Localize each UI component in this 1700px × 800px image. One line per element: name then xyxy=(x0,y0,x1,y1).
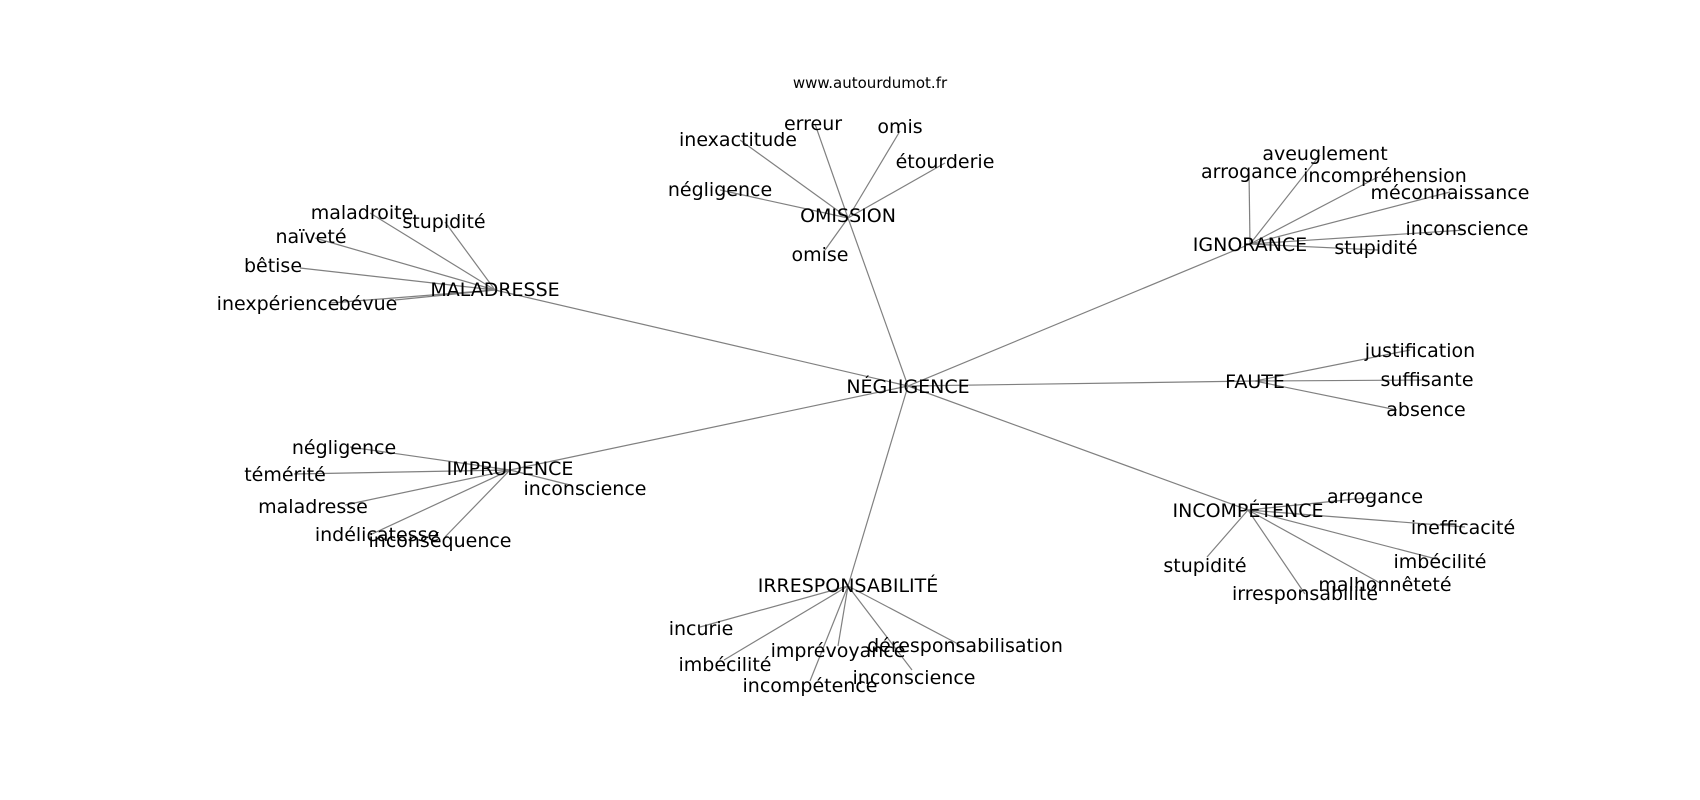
edge-maladresse-leaf-2 xyxy=(314,237,496,291)
leaf-node[interactable]: omis xyxy=(877,116,922,138)
edge-faute-leaf-2 xyxy=(1254,380,1398,411)
edge-imprudence-leaf-5 xyxy=(444,469,511,538)
edge-ignorance-leaf-0 xyxy=(1249,154,1321,245)
labels-layer: www.autourdumot.fr NÉGLIGENCE erreur omis… xyxy=(217,74,1530,697)
leaf-node[interactable]: inexpérience xyxy=(217,293,340,315)
edge-center-irresponsabilite xyxy=(847,385,909,587)
leaf-node[interactable]: inconscience xyxy=(524,478,647,500)
leaf-node[interactable]: irresponsabilité xyxy=(1232,583,1378,605)
leaf-node[interactable]: inexactitude xyxy=(679,129,797,151)
leaf-node[interactable]: témérité xyxy=(244,464,326,486)
leaf-node[interactable]: aveuglement xyxy=(1262,143,1387,165)
leaf-node[interactable]: justification xyxy=(1364,340,1475,362)
leaf-node[interactable]: incompétence xyxy=(743,675,878,697)
edge-incompetence-leaf-3 xyxy=(1206,509,1249,558)
leaf-node[interactable]: stupidité xyxy=(1163,555,1246,577)
edge-maladresse-leaf-3 xyxy=(299,267,496,291)
edge-imprudence-leaf-1 xyxy=(293,469,511,475)
leaf-node[interactable]: malhonnêteté xyxy=(1318,574,1451,596)
hub-node-ignorance[interactable]: IGNORANCE xyxy=(1193,234,1307,256)
leaf-node[interactable]: négligence xyxy=(292,437,396,459)
edge-omission-leaf-4 xyxy=(719,189,849,219)
leaf-node[interactable]: bêtise xyxy=(244,255,302,277)
leaf-node[interactable]: négligence xyxy=(668,179,772,201)
leaf-node[interactable]: naïveté xyxy=(275,226,346,248)
edge-center-omission xyxy=(847,217,909,387)
edge-maladresse-leaf-1 xyxy=(444,221,496,291)
edge-faute-leaf-0 xyxy=(1254,349,1411,382)
leaf-node[interactable]: inconscience xyxy=(853,667,976,689)
leaf-node[interactable]: maladroite xyxy=(311,202,414,224)
leaf-node[interactable]: inefficacité xyxy=(1411,517,1515,539)
leaf-node[interactable]: bévue xyxy=(339,293,398,315)
leaf-node[interactable]: inconscience xyxy=(1406,218,1529,240)
edge-ignorance-leaf-5 xyxy=(1249,243,1379,251)
leaf-node[interactable]: indélicatesse xyxy=(315,524,439,546)
leaf-node[interactable]: omise xyxy=(792,244,849,266)
edge-incompetence-leaf-2 xyxy=(1247,509,1441,561)
hub-node-maladresse[interactable]: MALADRESSE xyxy=(430,279,559,301)
edge-ignorance-leaf-4 xyxy=(1249,229,1466,245)
leaf-node[interactable]: arrogance xyxy=(1327,486,1423,508)
edges-layer xyxy=(293,123,1466,682)
edge-omission-leaf-5 xyxy=(824,217,849,251)
leaf-node[interactable]: absence xyxy=(1386,399,1465,421)
edge-omission-leaf-3 xyxy=(847,162,946,219)
leaf-node[interactable]: incurie xyxy=(669,618,734,640)
edge-incompetence-leaf-0 xyxy=(1247,496,1376,511)
leaf-node[interactable]: imbécilité xyxy=(679,654,772,676)
edge-incompetence-leaf-4 xyxy=(1247,509,1381,584)
edge-center-faute xyxy=(907,380,1256,387)
leaf-node[interactable]: imbécilité xyxy=(1394,551,1487,573)
edge-irresponsabilite-leaf-0 xyxy=(699,585,849,628)
leaf-node[interactable]: incompréhension xyxy=(1303,165,1467,187)
center-node[interactable]: NÉGLIGENCE xyxy=(846,375,969,398)
leaf-node[interactable]: imprévoyance xyxy=(771,640,906,662)
edge-imprudence-leaf-0 xyxy=(349,446,511,471)
edge-omission-leaf-2 xyxy=(739,139,849,219)
edge-center-ignorance xyxy=(907,243,1251,387)
edge-ignorance-leaf-1 xyxy=(1248,171,1251,245)
edge-faute-leaf-1 xyxy=(1254,379,1428,382)
leaf-node[interactable]: erreur xyxy=(784,113,842,135)
leaf-node[interactable]: arrogance xyxy=(1201,161,1297,183)
edge-irresponsabilite-leaf-1 xyxy=(723,585,849,661)
hub-node-faute[interactable]: FAUTE xyxy=(1225,371,1285,393)
hub-node-irresponsabilite[interactable]: IRRESPONSABILITÉ xyxy=(758,574,939,597)
edge-irresponsabilite-leaf-3 xyxy=(847,585,961,646)
hub-node-incompetence[interactable]: INCOMPÉTENCE xyxy=(1173,499,1324,522)
edge-maladresse-leaf-5 xyxy=(394,289,496,301)
leaf-node[interactable]: suffisante xyxy=(1380,369,1473,391)
edge-maladresse-leaf-0 xyxy=(369,212,496,291)
leaf-node[interactable]: stupidité xyxy=(1334,237,1417,259)
edge-irresponsabilite-leaf-4 xyxy=(809,585,849,682)
edge-ignorance-leaf-3 xyxy=(1249,191,1451,245)
edge-center-incompetence xyxy=(907,385,1249,511)
leaf-node[interactable]: méconnaissance xyxy=(1371,182,1530,204)
leaf-node[interactable]: étourderie xyxy=(896,151,995,173)
edge-center-maladresse xyxy=(494,289,909,387)
edge-ignorance-leaf-2 xyxy=(1249,176,1379,245)
edge-omission-leaf-0 xyxy=(814,123,849,219)
site-url: www.autourdumot.fr xyxy=(793,74,948,92)
edge-center-imprudence xyxy=(509,385,909,471)
leaf-node[interactable]: maladresse xyxy=(258,496,368,518)
edge-incompetence-leaf-1 xyxy=(1247,509,1466,528)
edge-irresponsabilite-leaf-2 xyxy=(837,585,849,647)
hub-node-omission[interactable]: OMISSION xyxy=(800,205,896,227)
edge-imprudence-leaf-2 xyxy=(509,469,571,486)
leaf-node[interactable]: stupidité xyxy=(402,211,485,233)
leaf-node[interactable]: inconséquence xyxy=(369,530,512,552)
edge-omission-leaf-1 xyxy=(847,130,901,219)
edge-irresponsabilite-leaf-5 xyxy=(847,585,913,671)
hub-node-imprudence[interactable]: IMPRUDENCE xyxy=(447,458,574,480)
edge-incompetence-leaf-5 xyxy=(1247,509,1306,595)
edge-imprudence-leaf-3 xyxy=(344,469,511,506)
edge-imprudence-leaf-4 xyxy=(371,469,511,535)
leaf-node[interactable]: déresponsabilisation xyxy=(867,635,1063,657)
